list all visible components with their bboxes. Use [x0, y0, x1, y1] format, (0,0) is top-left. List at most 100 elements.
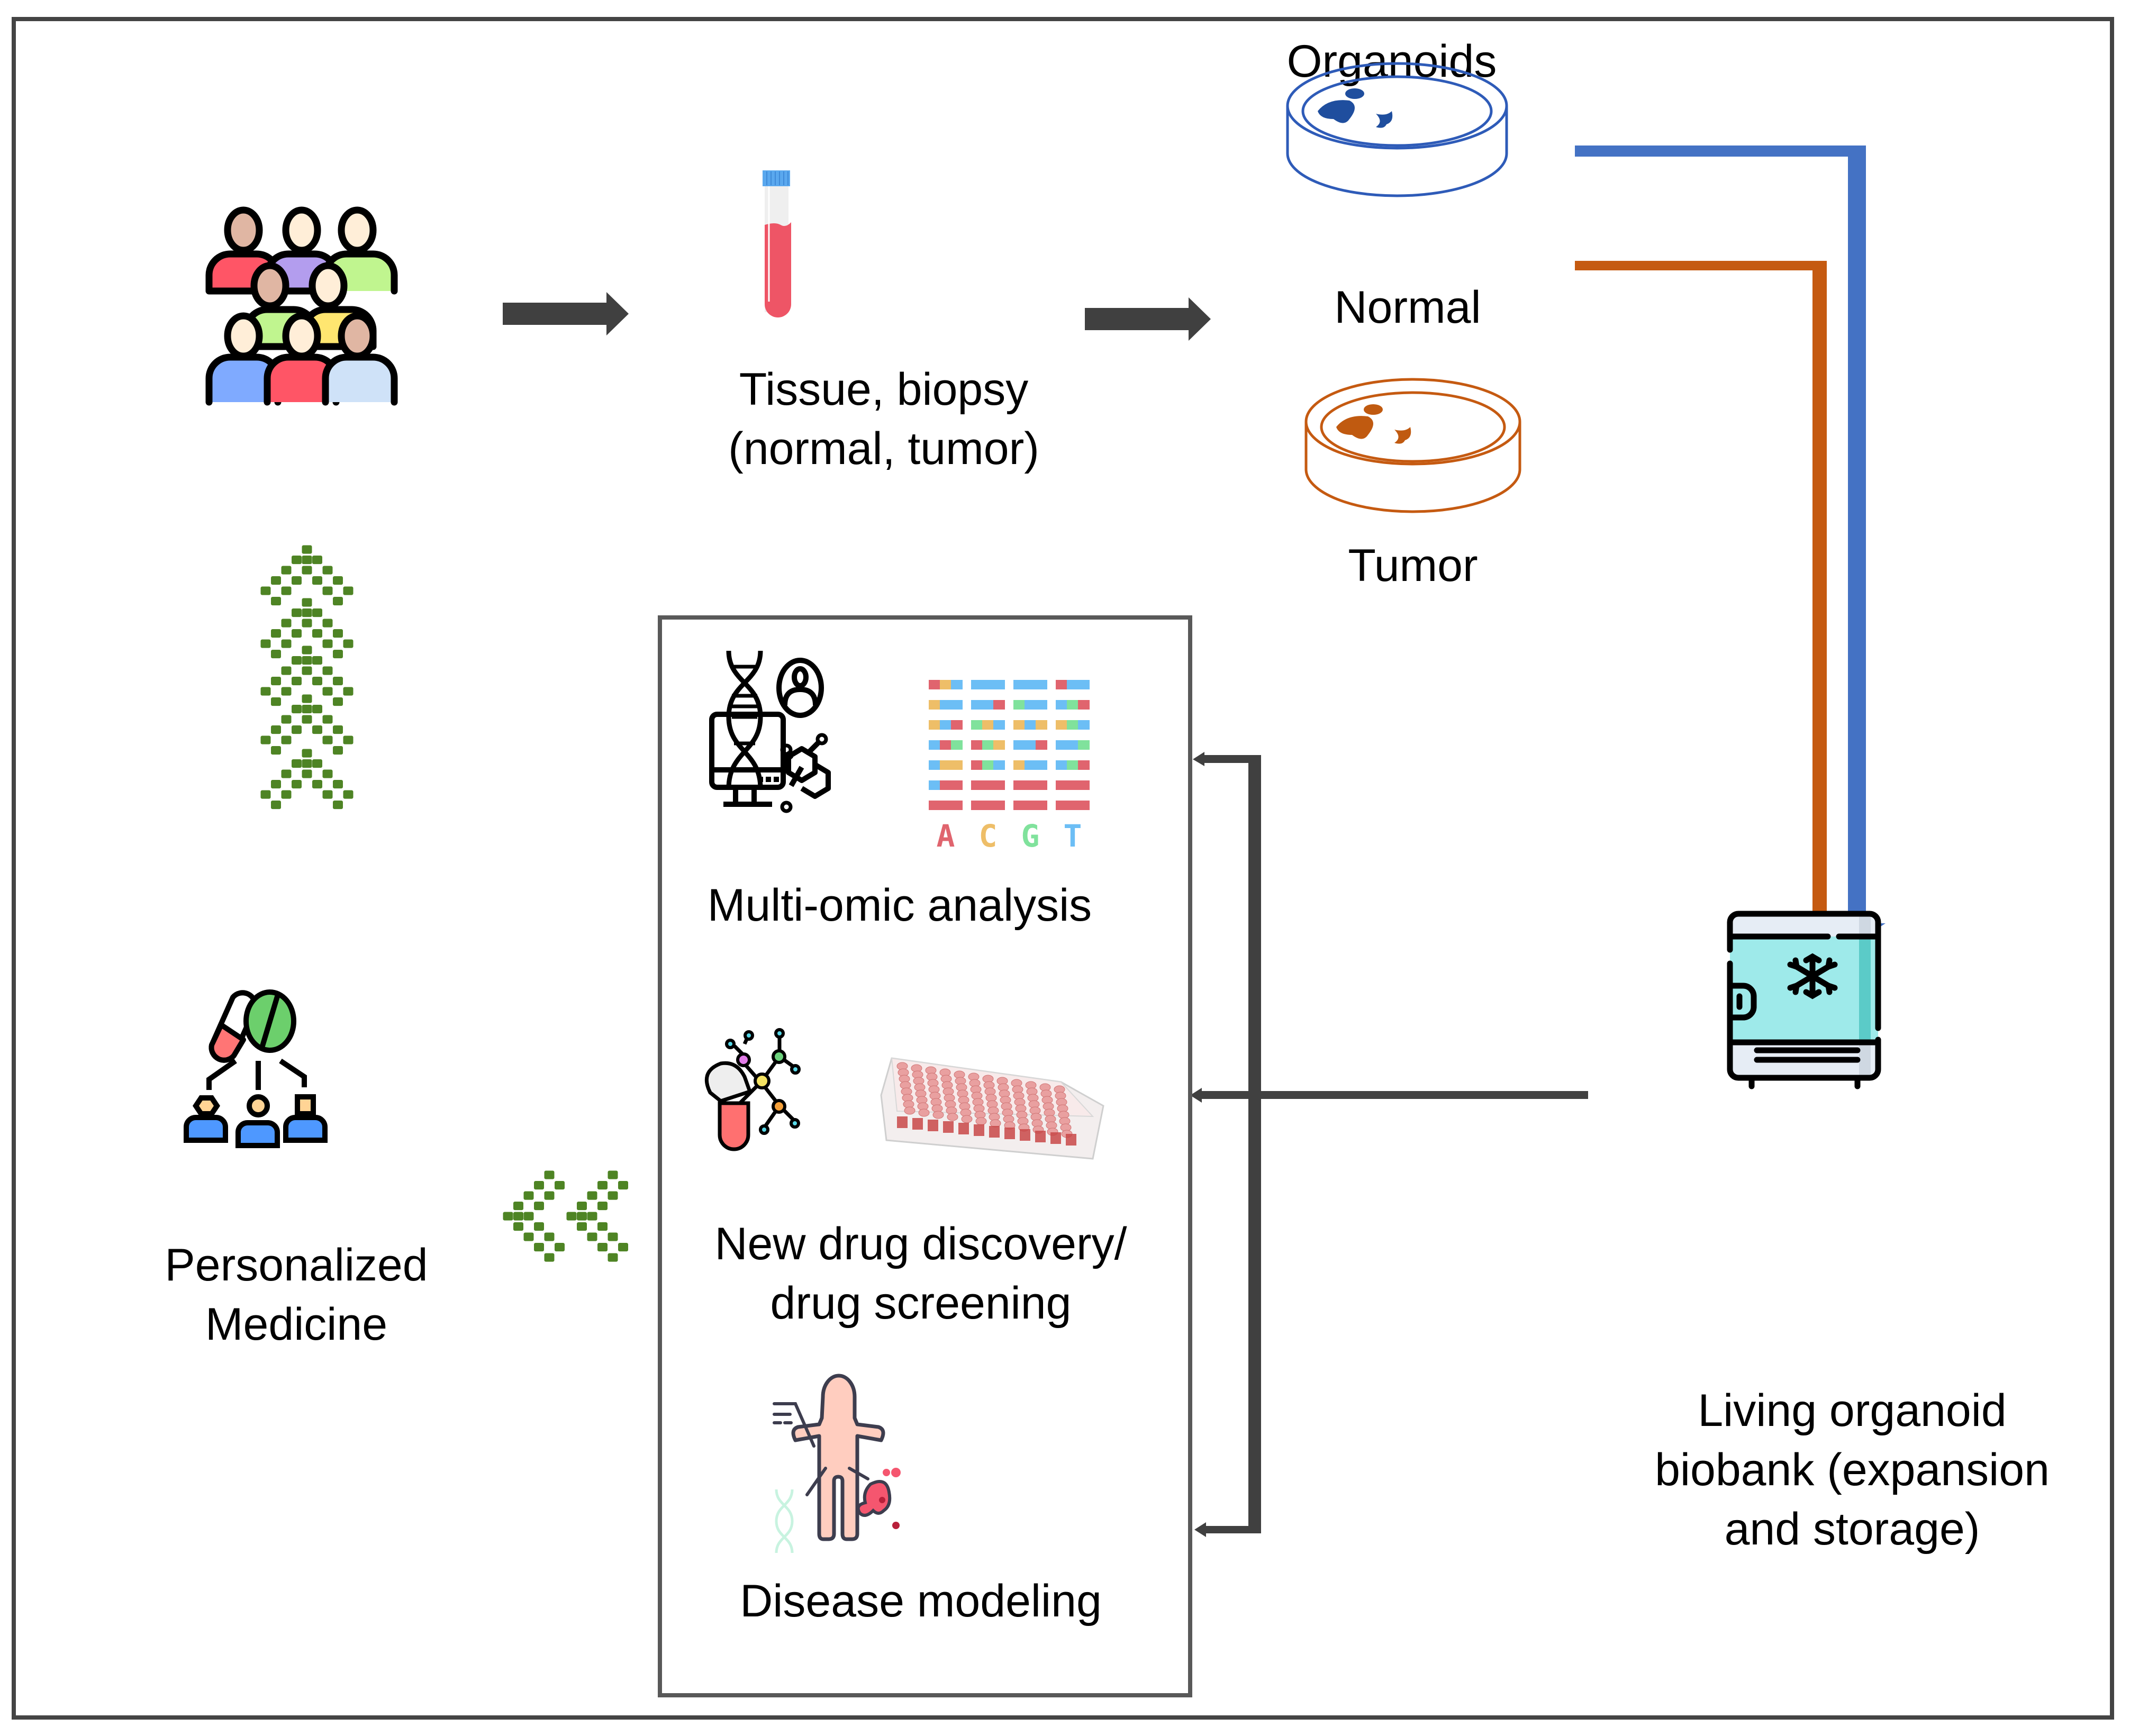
chevron-cell [534, 1243, 544, 1252]
sequence-block [1078, 760, 1090, 770]
sequence-block [1036, 700, 1047, 710]
sequence-block [1036, 760, 1047, 770]
sequence-block [1025, 700, 1036, 710]
diagram-frame [12, 17, 2114, 1720]
chevron-cell [577, 1212, 587, 1221]
petri-dish-tumor-icon [1304, 378, 1521, 513]
sequence-block [1067, 780, 1078, 790]
well-front [958, 1123, 969, 1134]
chevron-cell [292, 629, 302, 638]
sequence-block [940, 720, 951, 730]
chevron-cell [302, 694, 312, 703]
chevron-cell [260, 735, 271, 744]
sequence-block [940, 801, 951, 810]
chevron-cell [523, 1232, 534, 1241]
chevron-cell [312, 780, 322, 789]
arrow-to-multiomic [1193, 752, 1261, 766]
chevron-cell [292, 677, 302, 686]
well-front [897, 1116, 908, 1128]
chevron-cell [292, 759, 302, 768]
well [932, 1111, 944, 1119]
sequence-block [1036, 801, 1047, 810]
chevron-cell [544, 1232, 555, 1241]
well-front [1020, 1129, 1030, 1141]
chevrons-personalized-to-patients [260, 545, 354, 810]
sequence-block [929, 680, 940, 689]
sequence-block [982, 740, 994, 750]
chevron-cell [322, 639, 333, 648]
chevron-cell [544, 1253, 555, 1262]
chevron-cell [292, 576, 302, 585]
sequence-block [929, 740, 940, 750]
chevron-cell [322, 715, 333, 724]
chevron-cell [343, 586, 354, 595]
sequence-block [1078, 801, 1090, 810]
organoids-title: Organoids [1286, 36, 1497, 87]
sequence-block [951, 780, 963, 790]
sequence-block [971, 680, 983, 689]
chevron-cell [281, 566, 292, 575]
personalized-medicine-label: Personalized Medicine [165, 1240, 428, 1350]
chevron-cell [271, 725, 281, 734]
chevron-cell [312, 677, 322, 686]
chevron-cell [302, 598, 312, 607]
sequence-block [1013, 700, 1025, 710]
arrow-to-disease-modeling [1194, 1522, 1261, 1537]
chevron-cell [302, 715, 312, 724]
sequence-block [993, 780, 1005, 790]
chevron-cell [333, 780, 343, 789]
well-front [1066, 1134, 1076, 1146]
sequence-block [951, 801, 963, 810]
freezer-icon [1727, 911, 1881, 1089]
chevron-cell [260, 790, 271, 799]
sequence-block [1067, 680, 1078, 689]
chevron-cell [608, 1191, 618, 1200]
chevron-cell [618, 1243, 628, 1252]
sequence-block [993, 740, 1005, 750]
chevron-cell [302, 556, 312, 565]
chevron-cell [312, 556, 322, 565]
sequence-block [993, 680, 1005, 689]
sequence-block [1036, 720, 1047, 730]
sequence-block [1013, 740, 1025, 750]
chevron-cell [608, 1170, 618, 1179]
chevron-cell [608, 1232, 618, 1241]
sequence-block [982, 700, 994, 710]
sequence-block [940, 760, 951, 770]
well [975, 1117, 987, 1125]
sequence-block [982, 801, 994, 810]
chevron-cell [271, 697, 281, 706]
chevron-cell [322, 687, 333, 696]
sequence-block [971, 740, 983, 750]
sequence-block [1067, 720, 1078, 730]
sequence-block [1013, 760, 1025, 770]
chevron-cell [302, 749, 312, 758]
chevron-cell [302, 619, 312, 628]
chevron-cell [343, 735, 354, 744]
well [961, 1115, 973, 1123]
chevron-cell [322, 666, 333, 675]
sequence-block [951, 720, 963, 730]
disease-modeling-label: Disease modeling [740, 1576, 1102, 1626]
sequence-block [940, 700, 951, 710]
chevron-cell [271, 677, 281, 686]
chevron-cell [260, 639, 271, 648]
sequence-block [993, 700, 1005, 710]
chevron-cell [260, 687, 271, 696]
chevron-cell [587, 1212, 597, 1221]
chevron-cell [302, 769, 312, 778]
chevron-cell [597, 1181, 608, 1190]
sequence-block [1036, 740, 1047, 750]
sequence-block [1056, 780, 1067, 790]
chevron-cell [523, 1191, 534, 1200]
sequence-block [971, 780, 983, 790]
chevron-cell [281, 619, 292, 628]
sequence-block [929, 760, 940, 770]
sequence-block [993, 801, 1005, 810]
sequence-block [1056, 700, 1067, 710]
sequence-block [971, 700, 983, 710]
well-front [943, 1121, 954, 1133]
sequence-block [1013, 720, 1025, 730]
sequence-block [1056, 720, 1067, 730]
